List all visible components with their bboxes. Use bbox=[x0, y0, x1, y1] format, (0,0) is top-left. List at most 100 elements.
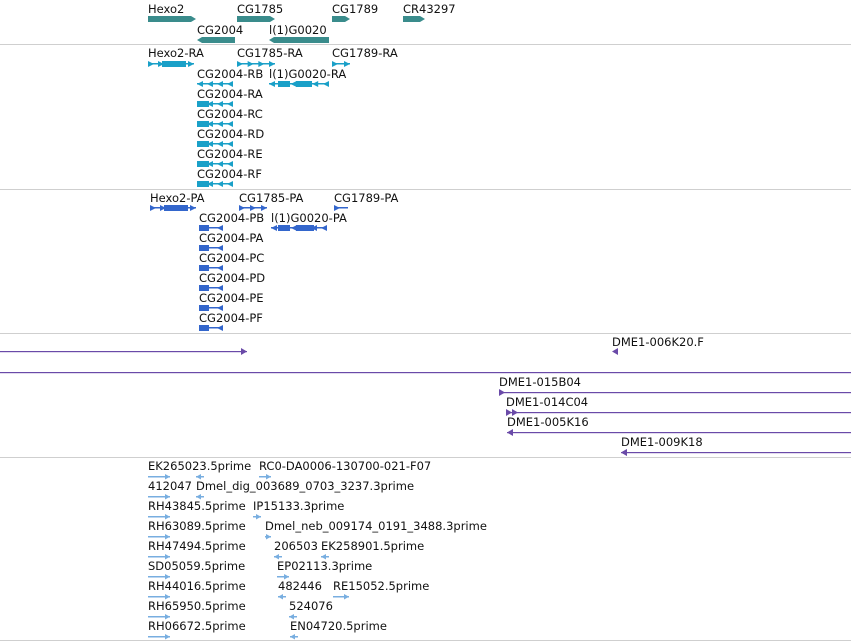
est-label[interactable]: Dmel_dig_003689_0703_3237.3prime bbox=[196, 479, 415, 493]
transcript-glyph-cg2004-chevron[interactable] bbox=[217, 141, 223, 147]
est-glyph[interactable] bbox=[148, 476, 170, 478]
est-label[interactable]: RE15052.5prime bbox=[333, 579, 430, 593]
clone-line[interactable] bbox=[0, 372, 851, 374]
protein-glyph-cg2004[interactable] bbox=[199, 287, 223, 289]
protein-label-cg2004-pf[interactable]: CG2004-PF bbox=[199, 311, 263, 325]
protein-glyph-cg2004[interactable] bbox=[199, 247, 223, 249]
transcript-glyph-cg2004-chevron[interactable] bbox=[207, 161, 213, 167]
clone-line-arrow[interactable] bbox=[241, 348, 247, 355]
est-label[interactable]: Dmel_neb_009174_0191_3488.3prime bbox=[265, 519, 487, 533]
clone-glyph-015b04[interactable] bbox=[499, 392, 851, 394]
clone-glyph-014c04-arrow[interactable] bbox=[506, 409, 512, 416]
est-glyph-arrow[interactable] bbox=[266, 534, 271, 540]
protein-glyph-cg2004-chevron[interactable] bbox=[217, 245, 223, 251]
protein-exon[interactable] bbox=[199, 305, 209, 311]
est-label[interactable]: RC0-DA0006-130700-021-F07 bbox=[259, 459, 432, 473]
transcript-glyph-cg2004-rb-chevron[interactable] bbox=[217, 81, 223, 87]
gene-glyph-cg1785[interactable] bbox=[237, 16, 275, 22]
transcript-glyph-cg2004-chevron[interactable] bbox=[217, 181, 223, 187]
transcript-label-cg1789-ra[interactable]: CG1789-RA bbox=[332, 46, 398, 60]
transcript-glyph-l1g0020-chevron[interactable] bbox=[323, 81, 329, 87]
clone-label-009k18[interactable]: DME1-009K18 bbox=[621, 435, 703, 449]
transcript-glyph-cg1785[interactable] bbox=[237, 63, 275, 65]
clone-glyph-005k16-arrow[interactable] bbox=[507, 429, 513, 436]
est-label[interactable]: RH63089.5prime bbox=[148, 519, 246, 533]
clone-glyph-005k16[interactable] bbox=[507, 432, 851, 434]
transcript-glyph-cg2004-chevron[interactable] bbox=[227, 141, 233, 147]
transcript-label-hexo2-ra[interactable]: Hexo2-RA bbox=[148, 46, 204, 60]
protein-glyph-l1g0020-chevron[interactable] bbox=[271, 225, 277, 231]
transcript-glyph-cg2004-rb[interactable] bbox=[197, 83, 233, 85]
transcript-glyph-cg2004-chevron[interactable] bbox=[207, 121, 213, 127]
est-glyph-arrow[interactable] bbox=[289, 614, 294, 620]
protein-glyph-cg2004-chevron[interactable] bbox=[217, 305, 223, 311]
transcript-glyph-cg1789-chevron[interactable] bbox=[332, 61, 338, 67]
protein-glyph-cg1785-chevron[interactable] bbox=[250, 205, 256, 211]
transcript-label-cg1785-ra[interactable]: CG1785-RA bbox=[237, 46, 303, 60]
transcript-glyph-cg2004-rb-chevron[interactable] bbox=[227, 81, 233, 87]
transcript-exon[interactable] bbox=[197, 161, 209, 167]
transcript-glyph-cg1785-chevron[interactable] bbox=[258, 61, 265, 67]
protein-label-cg2004-pc[interactable]: CG2004-PC bbox=[199, 251, 265, 265]
est-glyph[interactable] bbox=[148, 616, 170, 618]
transcript-exon[interactable] bbox=[197, 181, 209, 187]
protein-glyph-hexo2-chevron[interactable] bbox=[190, 205, 196, 211]
protein-label-cg2004-pd[interactable]: CG2004-PD bbox=[199, 271, 266, 285]
clone-glyph-006k20f[interactable] bbox=[612, 348, 618, 355]
protein-label-l1g0020-pa[interactable]: l(1)G0020-PA bbox=[271, 211, 347, 225]
transcript-exon[interactable] bbox=[162, 61, 186, 67]
est-glyph-arrow[interactable] bbox=[278, 594, 283, 600]
est-label[interactable]: IP15133.3prime bbox=[253, 499, 345, 513]
est-label[interactable]: RH43845.5prime bbox=[148, 499, 246, 513]
protein-glyph-cg2004[interactable] bbox=[199, 327, 223, 329]
est-glyph-arrow[interactable] bbox=[165, 494, 170, 500]
protein-glyph-cg1785-chevron[interactable] bbox=[261, 205, 267, 211]
protein-glyph-cg2004-chevron[interactable] bbox=[217, 325, 223, 331]
clone-glyph-014c04-arrow[interactable] bbox=[512, 409, 518, 416]
protein-glyph-l1g0020-chevron[interactable] bbox=[291, 225, 297, 231]
transcript-label-cg2004-rc[interactable]: CG2004-RC bbox=[197, 107, 263, 121]
transcript-glyph-cg2004-chevron[interactable] bbox=[227, 161, 233, 167]
gene-label-l1g0020[interactable]: l(1)G0020 bbox=[269, 23, 327, 37]
est-label[interactable]: EK258901.5prime bbox=[321, 539, 425, 553]
transcript-glyph-cg2004-chevron[interactable] bbox=[217, 101, 223, 107]
transcript-glyph-cg2004-chevron[interactable] bbox=[207, 101, 213, 107]
transcript-exon[interactable] bbox=[296, 81, 312, 87]
est-label[interactable]: EN04720.5prime bbox=[290, 619, 387, 633]
transcript-glyph-cg2004-chevron[interactable] bbox=[227, 181, 233, 187]
est-glyph-arrow[interactable] bbox=[196, 494, 201, 500]
clone-label-005k16[interactable]: DME1-005K16 bbox=[507, 415, 589, 429]
clone-line[interactable] bbox=[0, 351, 247, 353]
est-glyph[interactable] bbox=[259, 476, 271, 478]
protein-glyph-cg2004[interactable] bbox=[199, 307, 223, 309]
transcript-glyph-cg2004[interactable] bbox=[197, 163, 233, 165]
clone-glyph-009k18[interactable] bbox=[621, 452, 851, 454]
protein-label-cg2004-pa[interactable]: CG2004-PA bbox=[199, 231, 264, 245]
transcript-label-cg2004-ra[interactable]: CG2004-RA bbox=[197, 87, 263, 101]
protein-glyph-cg1789-chevron[interactable] bbox=[334, 205, 340, 211]
protein-glyph-cg2004-chevron[interactable] bbox=[217, 265, 223, 271]
protein-glyph-cg2004[interactable] bbox=[199, 267, 223, 269]
est-label[interactable]: RH47494.5prime bbox=[148, 539, 246, 553]
protein-glyph-hexo2-chevron[interactable] bbox=[160, 205, 166, 211]
clone-glyph-015b04-arrow[interactable] bbox=[499, 389, 505, 396]
protein-label-hexo2-pa[interactable]: Hexo2-PA bbox=[150, 191, 205, 205]
est-label[interactable]: 412047 bbox=[148, 479, 192, 493]
protein-exon[interactable] bbox=[199, 225, 209, 231]
transcript-label-cg2004-re[interactable]: CG2004-RE bbox=[197, 147, 263, 161]
clone-label-006k20f[interactable]: DME1-006K20.F bbox=[612, 335, 704, 349]
transcript-exon[interactable] bbox=[278, 81, 290, 87]
transcript-glyph-cg1789-chevron[interactable] bbox=[344, 61, 350, 67]
est-glyph[interactable] bbox=[333, 596, 349, 598]
gene-glyph-hexo2[interactable] bbox=[148, 16, 196, 22]
gene-glyph-cg1789[interactable] bbox=[332, 16, 350, 22]
est-glyph-arrow[interactable] bbox=[196, 474, 201, 480]
est-label[interactable]: 524076 bbox=[289, 599, 333, 613]
transcript-label-cg2004-rd[interactable]: CG2004-RD bbox=[197, 127, 265, 141]
transcript-glyph-l1g0020-chevron[interactable] bbox=[290, 81, 297, 87]
clone-label-014c04[interactable]: DME1-014C04 bbox=[506, 395, 589, 409]
transcript-glyph-cg1789[interactable] bbox=[332, 63, 350, 65]
protein-exon[interactable] bbox=[278, 225, 290, 231]
est-label[interactable]: 482446 bbox=[278, 579, 322, 593]
protein-glyph-cg1789[interactable] bbox=[334, 207, 348, 209]
